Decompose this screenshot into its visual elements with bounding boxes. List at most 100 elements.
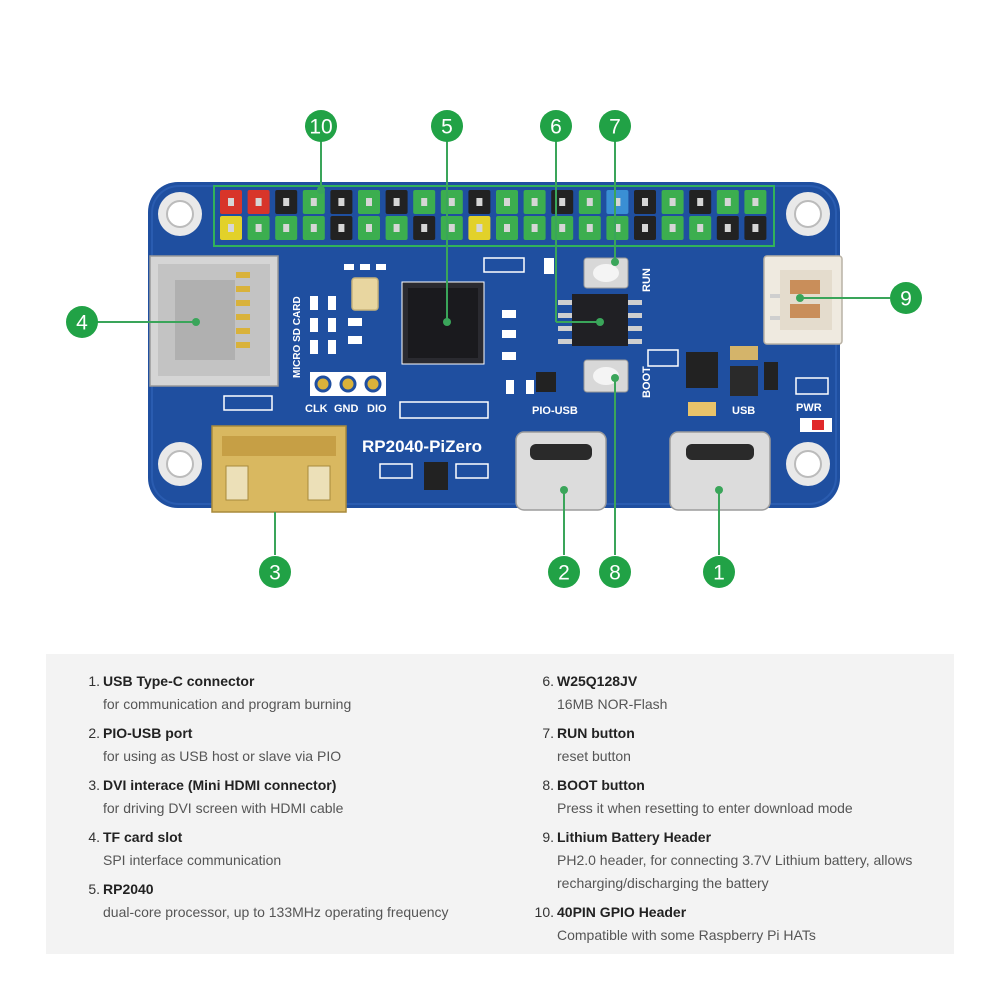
legend-item: 7. RUN button reset button [520, 722, 950, 768]
gpio-pin-tip [283, 198, 290, 206]
pwr-led-light [812, 420, 824, 430]
legend-number: 4. [88, 829, 100, 845]
legend-title: W25Q128JV [557, 673, 638, 689]
rp2040-chip [401, 281, 485, 365]
legend-description: for using as USB host or slave via PIO [103, 748, 342, 764]
micro-sd-label: MICRO SD CARD [292, 296, 303, 378]
gpio-pin-tip [724, 224, 731, 232]
legend-number: 10. [534, 904, 554, 920]
gpio-pin-tip [366, 198, 372, 206]
boot-label: BOOT [641, 366, 653, 398]
callout-10: 10 [305, 110, 337, 142]
gpio-pin-tip [697, 224, 704, 232]
gpio-pin-tip [393, 224, 400, 232]
legend-title: TF card slot [103, 829, 183, 845]
gpio-pin-tip [642, 198, 648, 206]
legend-column-left: 1. USB Type-C connector for communicatio… [66, 670, 506, 930]
callout-2: 2 [548, 556, 580, 588]
mini-hdmi-connector [211, 425, 347, 513]
gpio-pin-tip [531, 198, 538, 206]
legend-description: PH2.0 header, for connecting 3.7V Lithiu… [557, 852, 913, 868]
callout-7: 7 [599, 110, 631, 142]
mounting-holes [158, 192, 830, 486]
legend-item: 9. Lithium Battery Header PH2.0 header, … [520, 826, 950, 895]
diode [764, 362, 778, 390]
gpio-pin-tip [752, 198, 759, 206]
callout-8: 8 [599, 556, 631, 588]
gpio-pin-tip [476, 198, 483, 206]
gpio-pin-tip [504, 224, 510, 232]
gpio-pin-tip [366, 224, 372, 232]
board-diagram: MICRO SD CARD CLK GND DIO [66, 110, 922, 588]
board-name-label: RP2040-PiZero [362, 437, 482, 456]
legend-title: Lithium Battery Header [557, 829, 712, 845]
legend-description: for driving DVI screen with HDMI cable [103, 800, 344, 816]
legend-title: DVI interace (Mini HDMI connector) [103, 777, 337, 793]
smd-components [223, 257, 829, 479]
leader-dots [192, 186, 804, 494]
gpio-pin-tip [669, 224, 676, 232]
gpio-pin-tip [338, 224, 345, 232]
svg-text:7: 7 [609, 116, 621, 139]
legend-title: USB Type-C connector [103, 673, 255, 689]
legend-item: 4. TF card slot SPI interface communicat… [66, 826, 506, 872]
legend-description: SPI interface communication [103, 852, 282, 868]
gpio-pin-tip [255, 224, 262, 232]
gpio-pin-tip [476, 224, 483, 232]
legend-number: 2. [88, 725, 100, 741]
gpio-pin-tip [310, 224, 317, 232]
legend-number: 7. [542, 725, 554, 741]
legend-item: 8. BOOT button Press it when resetting t… [520, 774, 950, 820]
callout-1: 1 [703, 556, 735, 588]
gpio-pin-tip [614, 198, 621, 206]
gpio-header-outline [213, 185, 775, 247]
leader-lines [96, 141, 890, 555]
legend-number: 6. [542, 673, 554, 689]
dio-label: DIO [367, 403, 387, 415]
gpio-pin-tip [531, 224, 538, 232]
gpio-pin-tip [697, 198, 704, 206]
svg-text:3: 3 [269, 562, 281, 585]
gpio-pin-tip [421, 198, 428, 206]
gpio-pin-tip [504, 198, 510, 206]
regulator-chip [686, 352, 718, 388]
callout-4: 4 [66, 306, 98, 338]
legend-column-right: 6. W25Q128JV 16MB NOR-Flash 7. RUN butto… [520, 670, 950, 953]
svg-text:1: 1 [713, 562, 725, 585]
gpio-pins [220, 190, 767, 240]
legend-item: 1. USB Type-C connector for communicatio… [66, 670, 506, 716]
legend-number: 1. [88, 673, 100, 689]
legend-title: RP2040 [103, 881, 154, 897]
gpio-pin-tip [421, 224, 428, 232]
svg-text:10: 10 [309, 116, 332, 139]
legend-number: 3. [88, 777, 100, 793]
pio-usb-connector [515, 431, 607, 511]
pwr-label: PWR [796, 402, 822, 414]
legend-item: 6. W25Q128JV 16MB NOR-Flash [520, 670, 950, 716]
gpio-pin-tip [614, 224, 621, 232]
inductor [730, 366, 758, 396]
gpio-pin-tip [669, 198, 676, 206]
gpio-pin-tip [228, 224, 234, 232]
legend-description: 16MB NOR-Flash [557, 696, 668, 712]
callout-9: 9 [890, 282, 922, 314]
small-ic [536, 372, 556, 392]
callout-6: 6 [540, 110, 572, 142]
legend-description: for communication and program burning [103, 696, 352, 712]
run-label: RUN [641, 268, 653, 292]
gpio-pin-tip [724, 198, 731, 206]
gpio-pin-tip [283, 224, 290, 232]
gpio-pin-tip [448, 224, 455, 232]
legend-number: 8. [542, 777, 554, 793]
legend-title: BOOT button [557, 777, 645, 793]
crystal [351, 277, 379, 311]
fet [424, 462, 448, 490]
svg-text:6: 6 [550, 116, 562, 139]
legend-title: RUN button [557, 725, 635, 741]
legend-number: 9. [542, 829, 554, 845]
legend-description: Compatible with some Raspberry Pi HATs [557, 927, 816, 943]
usb-connector [669, 431, 771, 511]
gpio-pin-tip [310, 198, 317, 206]
run-button [583, 257, 629, 289]
gpio-pin-tip [559, 198, 566, 206]
